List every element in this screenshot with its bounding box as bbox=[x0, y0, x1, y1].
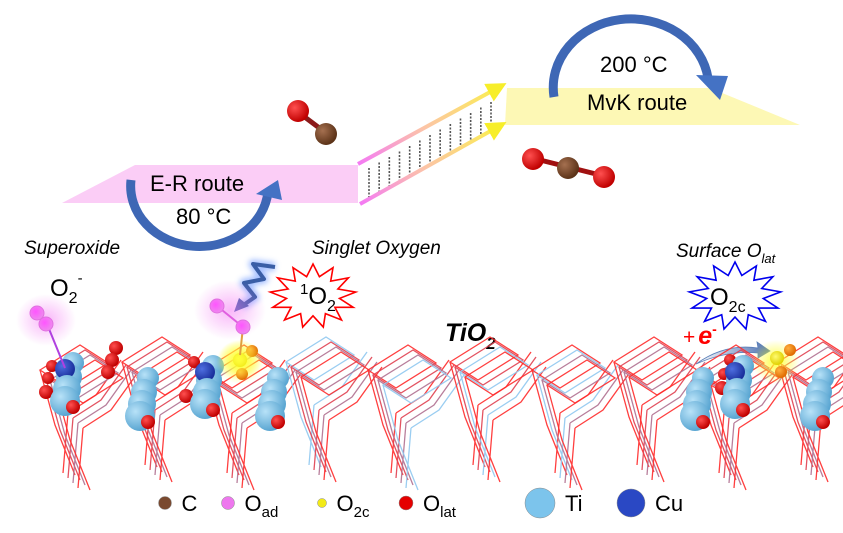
er-route-label: E-R route bbox=[150, 171, 244, 196]
o2c-atom bbox=[770, 351, 784, 365]
lattice-bond bbox=[371, 349, 455, 481]
lattice-bond bbox=[540, 354, 624, 486]
surface-atoms bbox=[39, 340, 834, 431]
legend-label: Ti bbox=[565, 491, 583, 516]
olat-atom bbox=[816, 415, 830, 429]
superoxide-adsorbate bbox=[16, 294, 76, 369]
co-molecule bbox=[287, 100, 337, 145]
surface-o2c-formula: O2c bbox=[710, 284, 746, 316]
surface-olat-title: Surface Olat bbox=[676, 241, 777, 266]
lattice-bond bbox=[48, 354, 132, 486]
legend-swatch-c bbox=[158, 496, 172, 510]
mvk-route-label: MvK route bbox=[587, 90, 687, 115]
o2c-neighbor-atom bbox=[775, 366, 787, 378]
olat-atom bbox=[42, 372, 54, 384]
lattice-bond bbox=[294, 346, 378, 478]
legend-swatch-ti bbox=[524, 487, 556, 519]
olat-atom bbox=[206, 403, 220, 417]
legend-label: Cu bbox=[655, 491, 683, 516]
electron-label: +e- bbox=[683, 321, 717, 350]
mvk-route-temperature: 200 °C bbox=[600, 52, 668, 77]
lattice-bond bbox=[622, 346, 706, 478]
olat-atom bbox=[696, 415, 710, 429]
co2-molecule bbox=[522, 148, 615, 188]
cu-atom bbox=[55, 359, 75, 379]
legend-label: Oad bbox=[245, 491, 279, 521]
legend-label: O2c bbox=[337, 491, 370, 521]
olat-atom bbox=[66, 400, 80, 414]
olat-atom bbox=[179, 389, 193, 403]
lattice-bond bbox=[453, 341, 537, 473]
lattice-bond bbox=[458, 346, 542, 478]
singlet-oxygen-burst bbox=[267, 262, 359, 329]
mvk-cycle-arrow bbox=[548, 14, 728, 100]
er-route-temperature: 80 °C bbox=[176, 204, 231, 229]
lattice-bond bbox=[535, 349, 619, 481]
singlet-oxygen-formula: 1O2 bbox=[300, 281, 336, 315]
legend-swatch-olat bbox=[398, 495, 414, 511]
olat-atom bbox=[736, 403, 750, 417]
legend-label: C bbox=[182, 491, 198, 516]
singlet-adsorbate bbox=[194, 280, 266, 380]
o2c-neighbor-atom bbox=[784, 344, 796, 356]
mvk-route-band bbox=[505, 88, 800, 125]
lattice-bond bbox=[545, 359, 629, 491]
lattice-bond bbox=[289, 341, 373, 473]
olat-atom bbox=[101, 365, 115, 379]
olat-atom bbox=[188, 356, 200, 368]
cu-atom bbox=[195, 362, 215, 382]
legend-swatch-o2c bbox=[317, 498, 327, 508]
er-route-band bbox=[62, 165, 358, 203]
olat-atom bbox=[109, 341, 123, 355]
lattice-bond bbox=[53, 359, 137, 491]
lattice-bond bbox=[617, 341, 701, 473]
er-cycle-arrow bbox=[126, 179, 282, 251]
surface-o2c-burst bbox=[686, 260, 784, 331]
cu-atom bbox=[725, 362, 745, 382]
legend-swatch-oad bbox=[221, 496, 235, 510]
lattice-bond bbox=[781, 341, 843, 473]
lattice-bond bbox=[376, 354, 460, 486]
legend-label: Olat bbox=[423, 491, 457, 521]
transition-ladder bbox=[357, 83, 507, 206]
legend-swatch-cu bbox=[616, 488, 646, 518]
olat-atom bbox=[39, 385, 53, 399]
tio2-label: TiO2 bbox=[445, 319, 496, 353]
tio2-lattice bbox=[38, 336, 843, 491]
olat-atom bbox=[105, 353, 119, 367]
olat-atom bbox=[271, 415, 285, 429]
legend: C Oad O2c Olat Ti Cu bbox=[158, 487, 683, 521]
superoxide-title: Superoxide bbox=[24, 238, 120, 259]
singlet-oxygen-title: Singlet Oxygen bbox=[312, 238, 441, 259]
lattice-bond bbox=[381, 359, 465, 491]
olat-atom bbox=[141, 415, 155, 429]
